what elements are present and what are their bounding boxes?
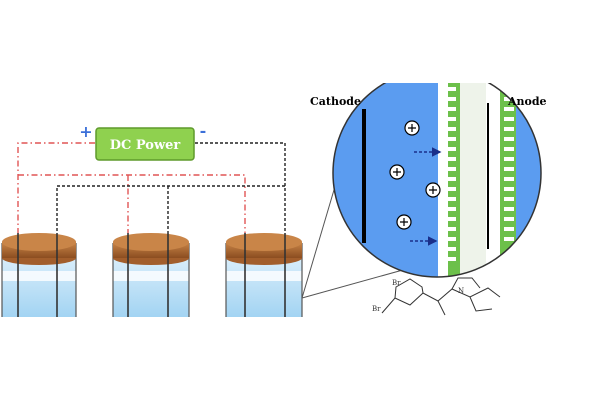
negative-terminal-symbol: -	[200, 121, 207, 140]
electrolysis-cell-1	[1, 233, 77, 317]
dc-power-supply: DC Power + -	[79, 121, 207, 161]
molecule-atom-label: Br	[392, 279, 401, 287]
positive-terminal-symbol: +	[79, 122, 92, 141]
anode-membrane	[500, 83, 516, 277]
diagram-panel: DC Power + -	[0, 83, 600, 317]
dc-power-label: DC Power	[110, 138, 181, 153]
molecule-structure: Br Br N	[372, 277, 501, 316]
anode-label: Anode	[507, 95, 547, 108]
cathode-membrane	[448, 83, 460, 277]
cathode-label: Cathode	[310, 95, 361, 108]
electrochemical-cell-diagram: DC Power + -	[1, 83, 547, 317]
molecule-atom-label: Br	[372, 305, 381, 313]
ion-flow-arrows	[410, 147, 442, 246]
electrolysis-cell-2	[112, 233, 190, 317]
zoom-view: Cathode Anode	[310, 83, 547, 278]
positive-wiring	[17, 142, 246, 233]
molecule-atom-label: N	[458, 287, 464, 295]
negative-wiring	[56, 142, 286, 233]
electrolysis-cell-3	[225, 233, 303, 317]
